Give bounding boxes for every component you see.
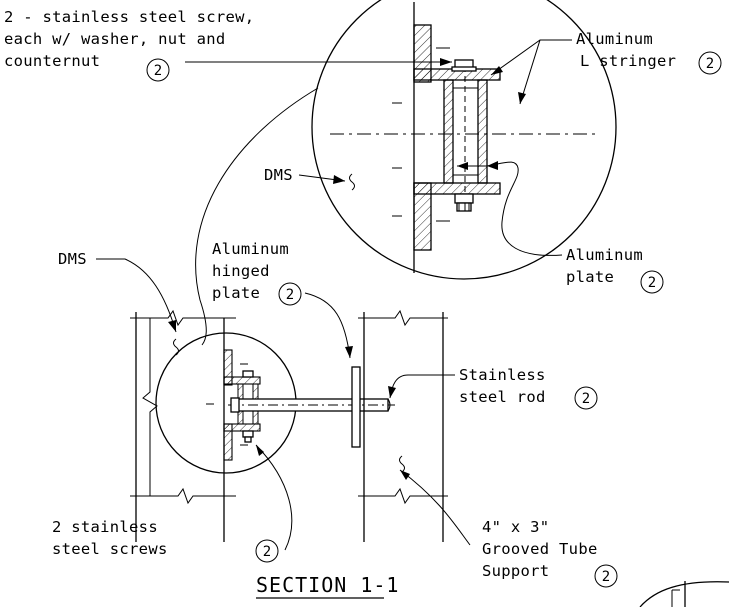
svg-text:2: 2 (582, 391, 590, 407)
svg-text:each w/ washer, nut and: each w/ washer, nut and (4, 30, 226, 48)
label-screws: 2 stainless steel screws 2 (52, 518, 279, 563)
label-al-plate: Aluminum plate 2 (566, 246, 664, 294)
lower-assembly (130, 309, 448, 542)
label-tube: 4" x 3" Grooved Tube Support 2 (482, 518, 618, 588)
svg-text:steel screws: steel screws (52, 540, 168, 558)
svg-text:Aluminum: Aluminum (576, 30, 653, 48)
svg-text:Aluminum: Aluminum (566, 246, 643, 264)
label-dms-top: DMS (264, 166, 293, 184)
svg-text:2: 2 (706, 56, 714, 72)
svg-text:Stainless: Stainless (459, 366, 546, 384)
svg-text:2 stainless: 2 stainless (52, 518, 158, 536)
svg-text:Aluminum: Aluminum (212, 240, 289, 258)
svg-text:SECTION 1-1: SECTION 1-1 (256, 573, 399, 597)
svg-text:2: 2 (602, 569, 610, 585)
svg-text:2: 2 (648, 275, 656, 291)
label-hinged-plate: Aluminum hinged plate 2 (212, 240, 302, 306)
label-screw-note: 2 - stainless steel screw, each w/ washe… (4, 8, 254, 82)
svg-text:Grooved Tube: Grooved Tube (482, 540, 598, 558)
partial-detail-circle (639, 581, 729, 607)
svg-text:2: 2 (154, 63, 162, 79)
leader-lines (96, 39, 572, 551)
svg-text:steel rod: steel rod (459, 388, 546, 406)
svg-text:2: 2 (286, 287, 294, 303)
label-al-stringer: Aluminum L stringer 2 (576, 30, 722, 75)
svg-text:plate: plate (566, 268, 614, 286)
svg-text:4" x 3": 4" x 3" (482, 518, 549, 536)
svg-text:counternut: counternut (4, 52, 100, 70)
svg-text:hinged: hinged (212, 262, 270, 280)
svg-text:plate: plate (212, 284, 260, 302)
svg-text:L stringer: L stringer (580, 52, 676, 70)
svg-text:2: 2 (263, 544, 271, 560)
label-dms-left: DMS (58, 250, 87, 268)
svg-text:Support: Support (482, 562, 549, 580)
section-title: SECTION 1-1 (256, 573, 399, 599)
label-rod: Stainless steel rod 2 (459, 366, 598, 410)
detail-circle-top (311, 0, 617, 280)
svg-text:2 - stainless steel screw,: 2 - stainless steel screw, (4, 8, 254, 26)
